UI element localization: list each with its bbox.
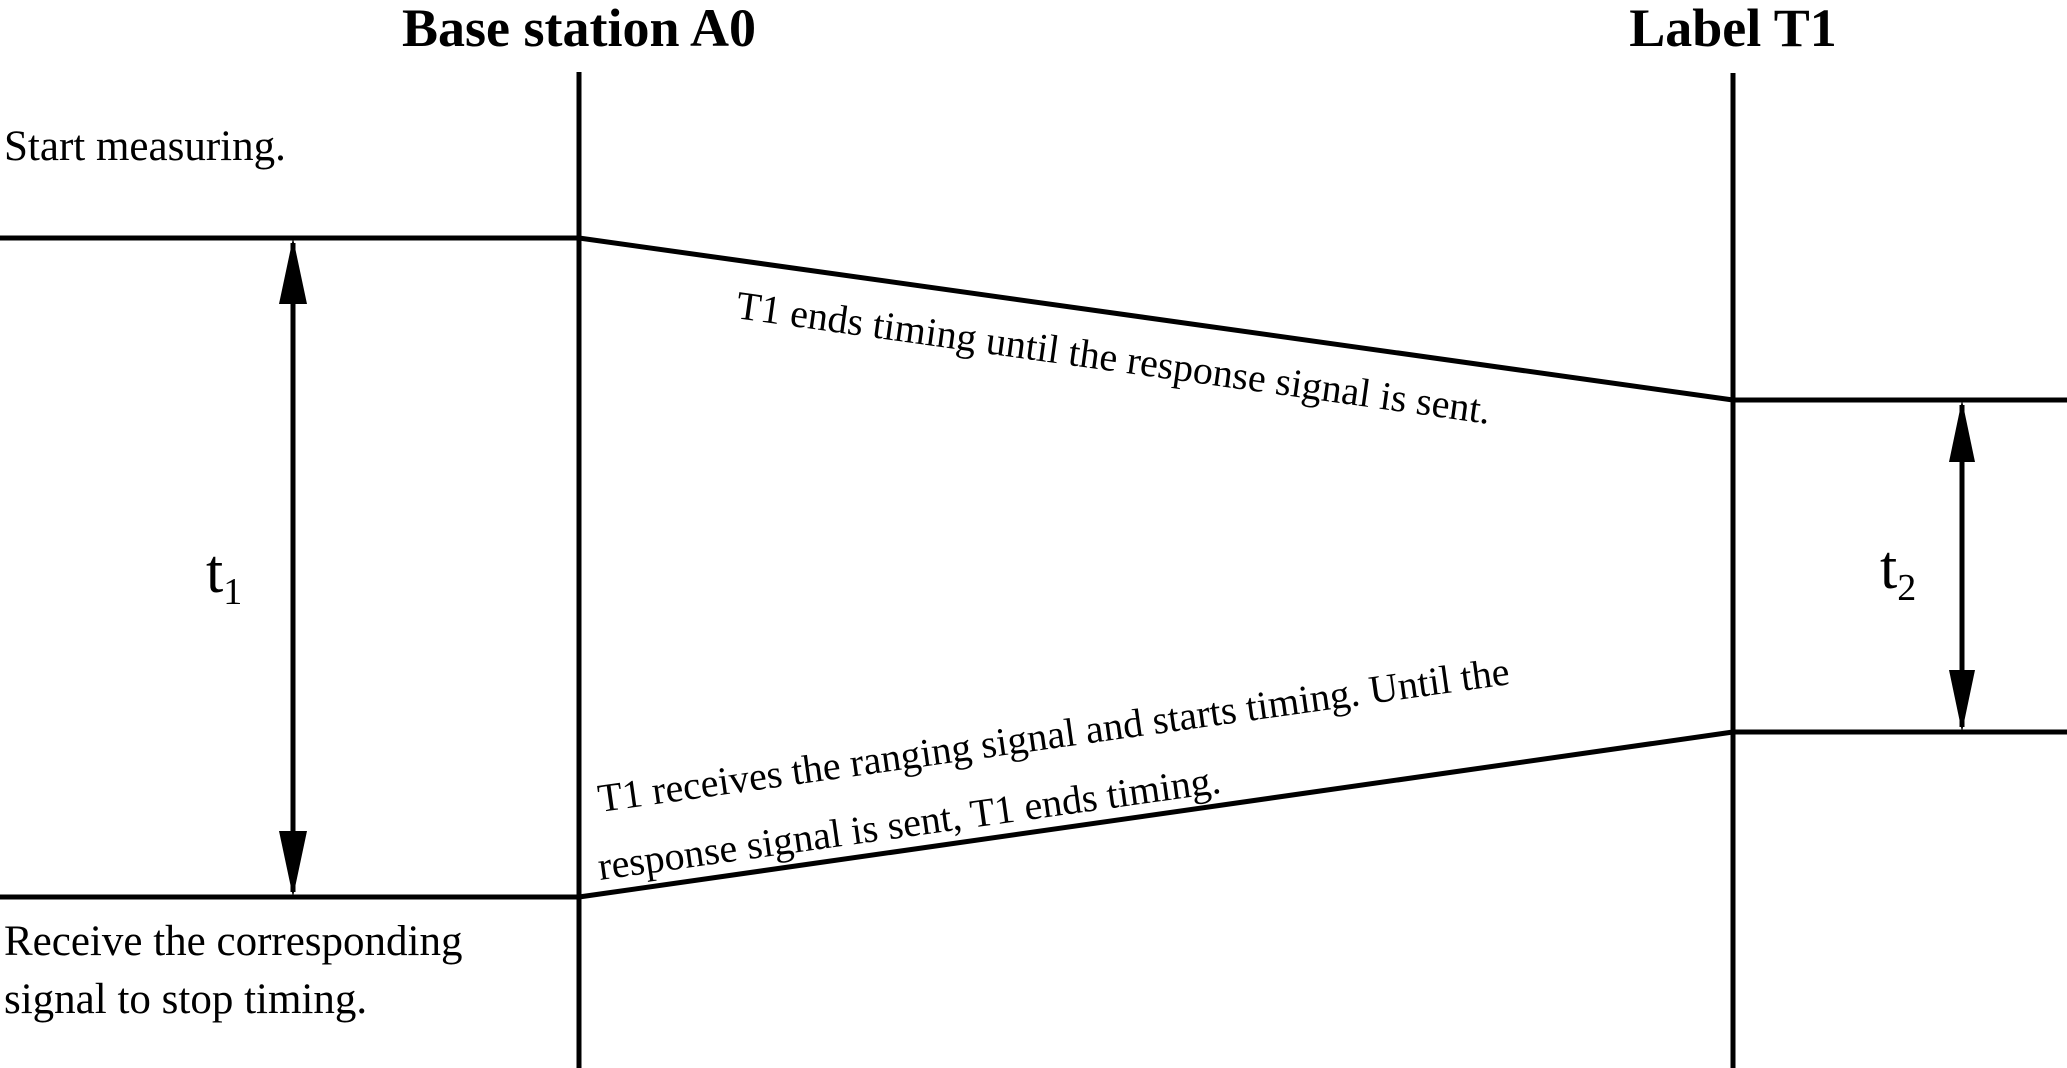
t1-arrow-head-down	[279, 831, 307, 897]
receive-note-line-2: signal to stop timing.	[4, 976, 367, 1023]
t1-subscript-glyph: 1	[223, 571, 242, 613]
t1-interval-label: t1	[206, 538, 242, 613]
ranging-signal-path-down	[578, 235, 1734, 403]
t2-arrow-head-up	[1949, 400, 1975, 462]
t2-arrow-head-down	[1949, 670, 1975, 732]
response-signal-path-up	[578, 729, 1734, 900]
start-measuring-note: Start measuring.	[4, 123, 286, 170]
t2-subscript-glyph: 2	[1897, 567, 1916, 609]
down-signal-annotation: T1 ends timing until the response signal…	[734, 282, 1494, 432]
t2-interval-label: t2	[1880, 534, 1916, 609]
t1-base-glyph: t	[206, 538, 223, 606]
t1-arrow-head-up	[279, 238, 307, 304]
receive-note-line-1: Receive the corresponding	[4, 918, 463, 965]
t2-base-glyph: t	[1880, 534, 1897, 602]
base-station-title: Base station A0	[402, 0, 756, 58]
label-t1-title: Label T1	[1629, 0, 1837, 58]
